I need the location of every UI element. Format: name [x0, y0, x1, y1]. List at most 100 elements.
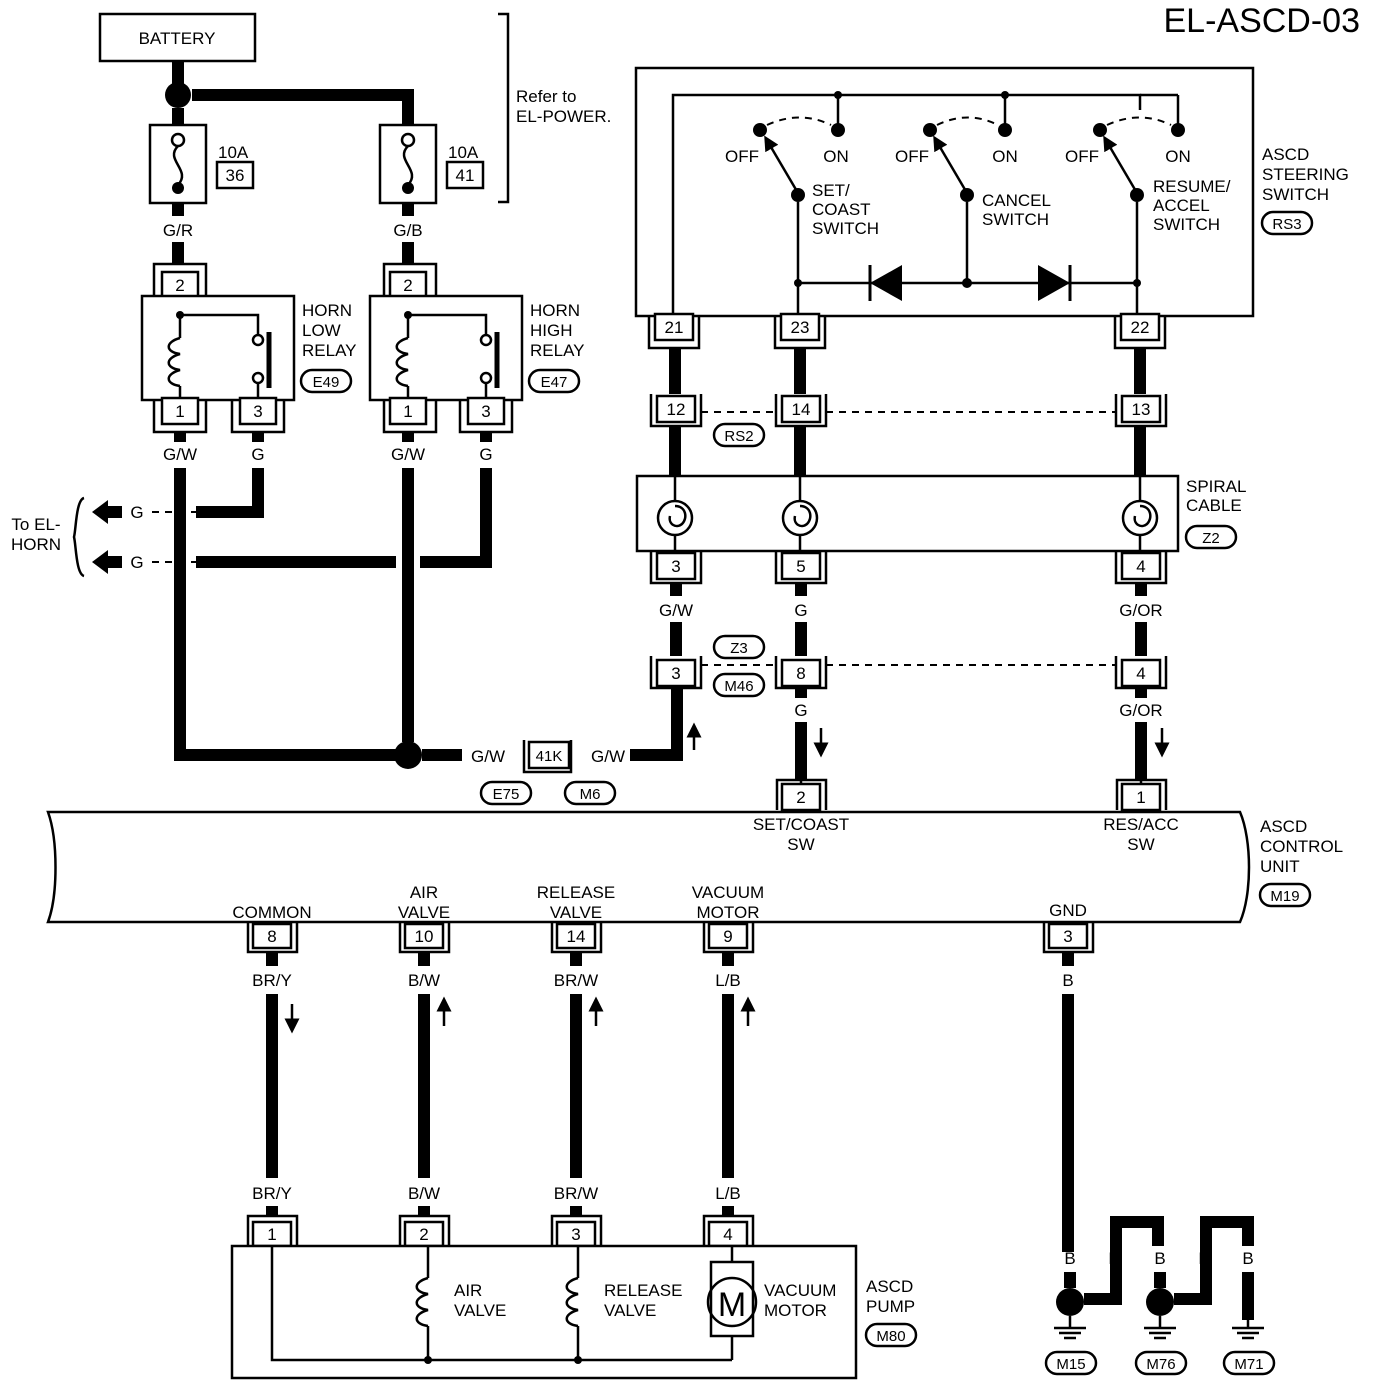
pump-code: M80 [876, 1328, 905, 1345]
cu-resacc-1: RES/ACC [1103, 815, 1179, 834]
sw3-off: OFF [1065, 147, 1099, 166]
ground-icon [1232, 1320, 1264, 1340]
steering-name-1: ASCD [1262, 145, 1309, 164]
grounds: B B B B B M15 M76 M71 [1044, 1216, 1276, 1376]
spiral-code: Z2 [1202, 530, 1220, 547]
rs3-pin-21: 21 [665, 318, 684, 337]
to-horn-line-2: HORN [11, 535, 61, 554]
low-relay-code: E49 [313, 374, 340, 391]
wire-color-b-gnd: B [1062, 971, 1073, 990]
pump-air-1: AIR [454, 1281, 482, 1300]
wire-color-brw-top: BR/W [554, 971, 598, 990]
steering-name-3: SWITCH [1262, 185, 1329, 204]
pump-pin-1: 1 [267, 1225, 276, 1244]
air-valve-coil-icon [415, 1276, 429, 1328]
sw1-name-2: COAST [812, 200, 871, 219]
cu-release-2: VALVE [550, 903, 602, 922]
cu-pin-1: 1 [1136, 788, 1145, 807]
high-relay-code: E47 [541, 374, 568, 391]
high-relay-pin-1: 1 [403, 402, 412, 421]
spiral-icon [781, 476, 819, 551]
rs2-pin-14: 14 [792, 400, 811, 419]
wire-color-bw-bot: B/W [408, 1184, 440, 1203]
sw2-on: ON [992, 147, 1018, 166]
wire-color-m46-gor: G/OR [1119, 701, 1162, 720]
horn-high-relay: 2 1 3 HORN HIGH RELAY E47 [368, 262, 585, 434]
low-relay-pin-3: 3 [253, 402, 262, 421]
to-horn-g-1: G [130, 503, 143, 522]
joint-wire-gw-left: G/W [471, 747, 505, 766]
cu-vacuum-2: MOTOR [697, 903, 760, 922]
rs3-pin-22: 22 [1131, 318, 1150, 337]
z3-code: Z3 [730, 640, 748, 657]
joint-code-e75: E75 [493, 786, 520, 803]
spiral-cable: SPIRAL CABLE Z2 [635, 474, 1246, 553]
spiral-name-1: SPIRAL [1186, 477, 1246, 496]
sw2-name-1: CANCEL [982, 191, 1051, 210]
ascd-steering-switch: OFF ON SET/ COAST SWITCH OFF ON CANCEL S… [634, 66, 1349, 318]
rs2-code: RS2 [724, 428, 753, 445]
z3-m46-connector: 3 8 4 Z3 M46 [649, 634, 1168, 698]
pump-name-1: ASCD [866, 1277, 913, 1296]
low-relay-name-1: HORN [302, 301, 352, 320]
cu-pin-9: 9 [723, 927, 732, 946]
pump-release-1: RELEASE [604, 1281, 682, 1300]
gnd-m15-wire: B [1064, 1249, 1075, 1268]
gnd-b-4: B [1242, 1249, 1253, 1268]
refer-line-1: Refer to [516, 87, 576, 106]
refer-line-2: EL-POWER. [516, 107, 611, 126]
cu-pin-14: 14 [567, 927, 586, 946]
sw1-on: ON [823, 147, 849, 166]
cu-name-3: UNIT [1260, 857, 1300, 876]
m46-pin-8: 8 [796, 664, 805, 683]
pump-name-2: PUMP [866, 1297, 915, 1316]
cu-pin-8: 8 [267, 927, 276, 946]
sw2-off: OFF [895, 147, 929, 166]
sw1-off: OFF [725, 147, 759, 166]
sw3-name-3: SWITCH [1153, 215, 1220, 234]
diode-left-icon [870, 265, 902, 301]
cu-setcoast-1: SET/COAST [753, 815, 849, 834]
cu-setcoast-2: SW [787, 835, 814, 854]
spiral-icon [1121, 476, 1159, 551]
low-relay-pin-1: 1 [175, 402, 184, 421]
page-title: EL-ASCD-03 [1163, 2, 1360, 40]
m46-pin-3: 3 [671, 664, 680, 683]
z2-pin-3: 3 [671, 557, 680, 576]
wire-color-high-gw: G/W [391, 445, 425, 464]
pump-pin-4: 4 [723, 1225, 732, 1244]
motor-symbol: M [718, 1286, 746, 1324]
wire-color-low-gw: G/W [163, 445, 197, 464]
ascd-control-unit: 2 1 SET/COAST SW RES/ACC SW COMMON AIR V… [46, 778, 1343, 954]
fuse-36-amp: 10A [218, 143, 249, 162]
wire-color-lb-top: L/B [715, 971, 741, 990]
pump-release-2: VALVE [604, 1301, 656, 1320]
motor-icon [706, 1276, 758, 1328]
sw2-name-2: SWITCH [982, 210, 1049, 229]
low-relay-name-2: LOW [302, 321, 341, 340]
fuse-41-amp: 10A [448, 143, 479, 162]
joint-wire-gw-right: G/W [591, 747, 625, 766]
sw3-on: ON [1165, 147, 1191, 166]
ground-m76: M76 [1146, 1356, 1175, 1373]
low-relay-name-3: RELAY [302, 341, 357, 360]
high-relay-pin-2: 2 [403, 276, 412, 295]
sw3-name-1: RESUME/ [1153, 177, 1231, 196]
cu-pin-10: 10 [415, 927, 434, 946]
battery-block: BATTERY [98, 12, 257, 63]
rs3-pins: 21 23 22 [647, 312, 1167, 350]
wire-color-z2-gor: G/OR [1119, 601, 1162, 620]
refer-bracket [498, 12, 510, 204]
to-horn-g-2: G [130, 553, 143, 572]
ground-m15: M15 [1056, 1356, 1085, 1373]
pump-vacuum-2: MOTOR [764, 1301, 827, 1320]
cu-code: M19 [1270, 888, 1299, 905]
fuse-41: 10A 41 [378, 123, 485, 205]
z2-pin-5: 5 [796, 557, 805, 576]
cu-release-1: RELEASE [537, 883, 615, 902]
z2-pin-4: 4 [1136, 557, 1145, 576]
horn-low-relay: 2 1 3 HORN LOW RELAY E49 [140, 262, 357, 434]
gnd-b-2: B [1154, 1249, 1165, 1268]
wire-color-bry-bot: BR/Y [252, 1184, 292, 1203]
joint-code-m6: M6 [580, 786, 601, 803]
